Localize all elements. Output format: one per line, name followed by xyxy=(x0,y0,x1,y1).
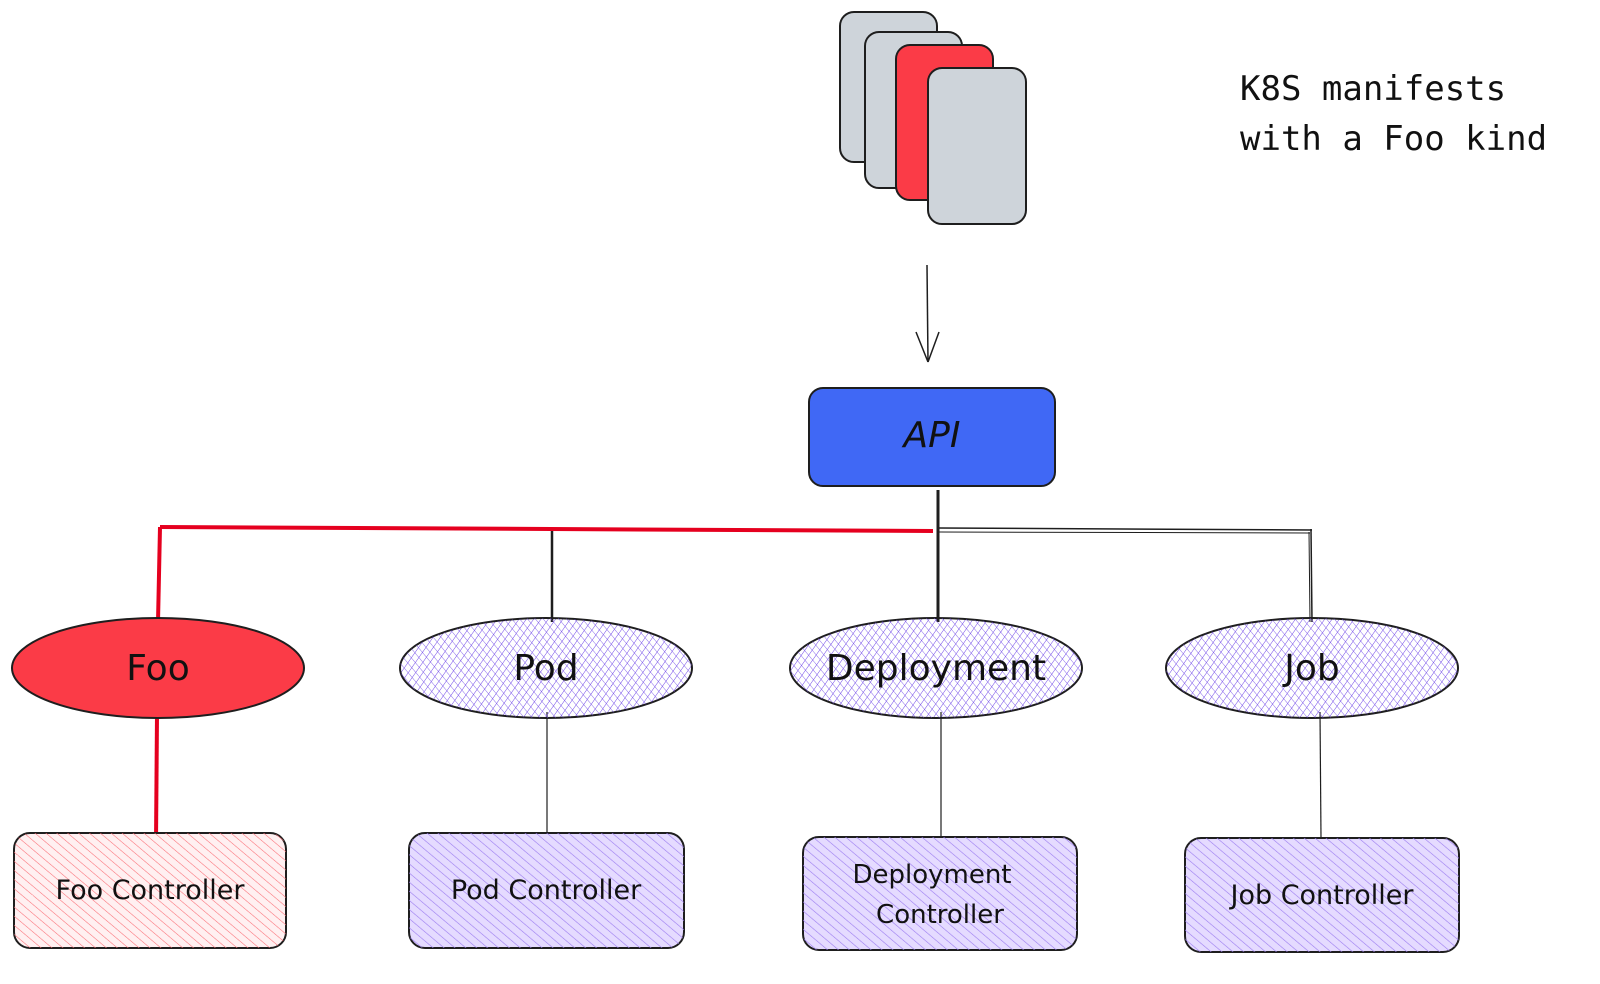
resource-pod-label: Pod xyxy=(513,648,578,689)
api-node: API xyxy=(808,387,1056,487)
controller-job: Job Controller xyxy=(1184,837,1460,953)
manifest-annotation-line1: K8S manifests xyxy=(1240,69,1506,109)
resource-pod: Pod xyxy=(399,617,693,719)
controller-deployment-label-line1: Deployment xyxy=(852,860,1011,890)
manifest-card xyxy=(927,67,1027,225)
controller-deployment-label-line2: Controller xyxy=(876,900,1004,930)
resource-job: Job xyxy=(1165,617,1459,719)
manifest-annotation-line2: with a Foo kind xyxy=(1240,119,1547,159)
controller-job-label: Job Controller xyxy=(1228,880,1414,911)
controller-deployment: Deployment Controller xyxy=(802,836,1078,951)
foo-highlight-path xyxy=(154,525,934,843)
resource-job-label: Job xyxy=(1282,648,1340,689)
resource-deployment: Deployment xyxy=(789,617,1083,719)
manifest-stack-icon xyxy=(839,11,1027,225)
resource-foo-label: Foo xyxy=(126,648,189,689)
resource-foo: Foo xyxy=(11,617,305,719)
arrow-down-icon xyxy=(915,264,940,363)
controller-pod: Pod Controller xyxy=(408,832,685,949)
resource-deployment-label: Deployment xyxy=(826,648,1046,689)
api-label: API xyxy=(902,415,961,456)
controller-foo: Foo Controller xyxy=(13,832,287,949)
controller-foo-label: Foo Controller xyxy=(56,875,246,906)
connector-lines xyxy=(546,490,1322,839)
controller-pod-label: Pod Controller xyxy=(451,875,642,906)
